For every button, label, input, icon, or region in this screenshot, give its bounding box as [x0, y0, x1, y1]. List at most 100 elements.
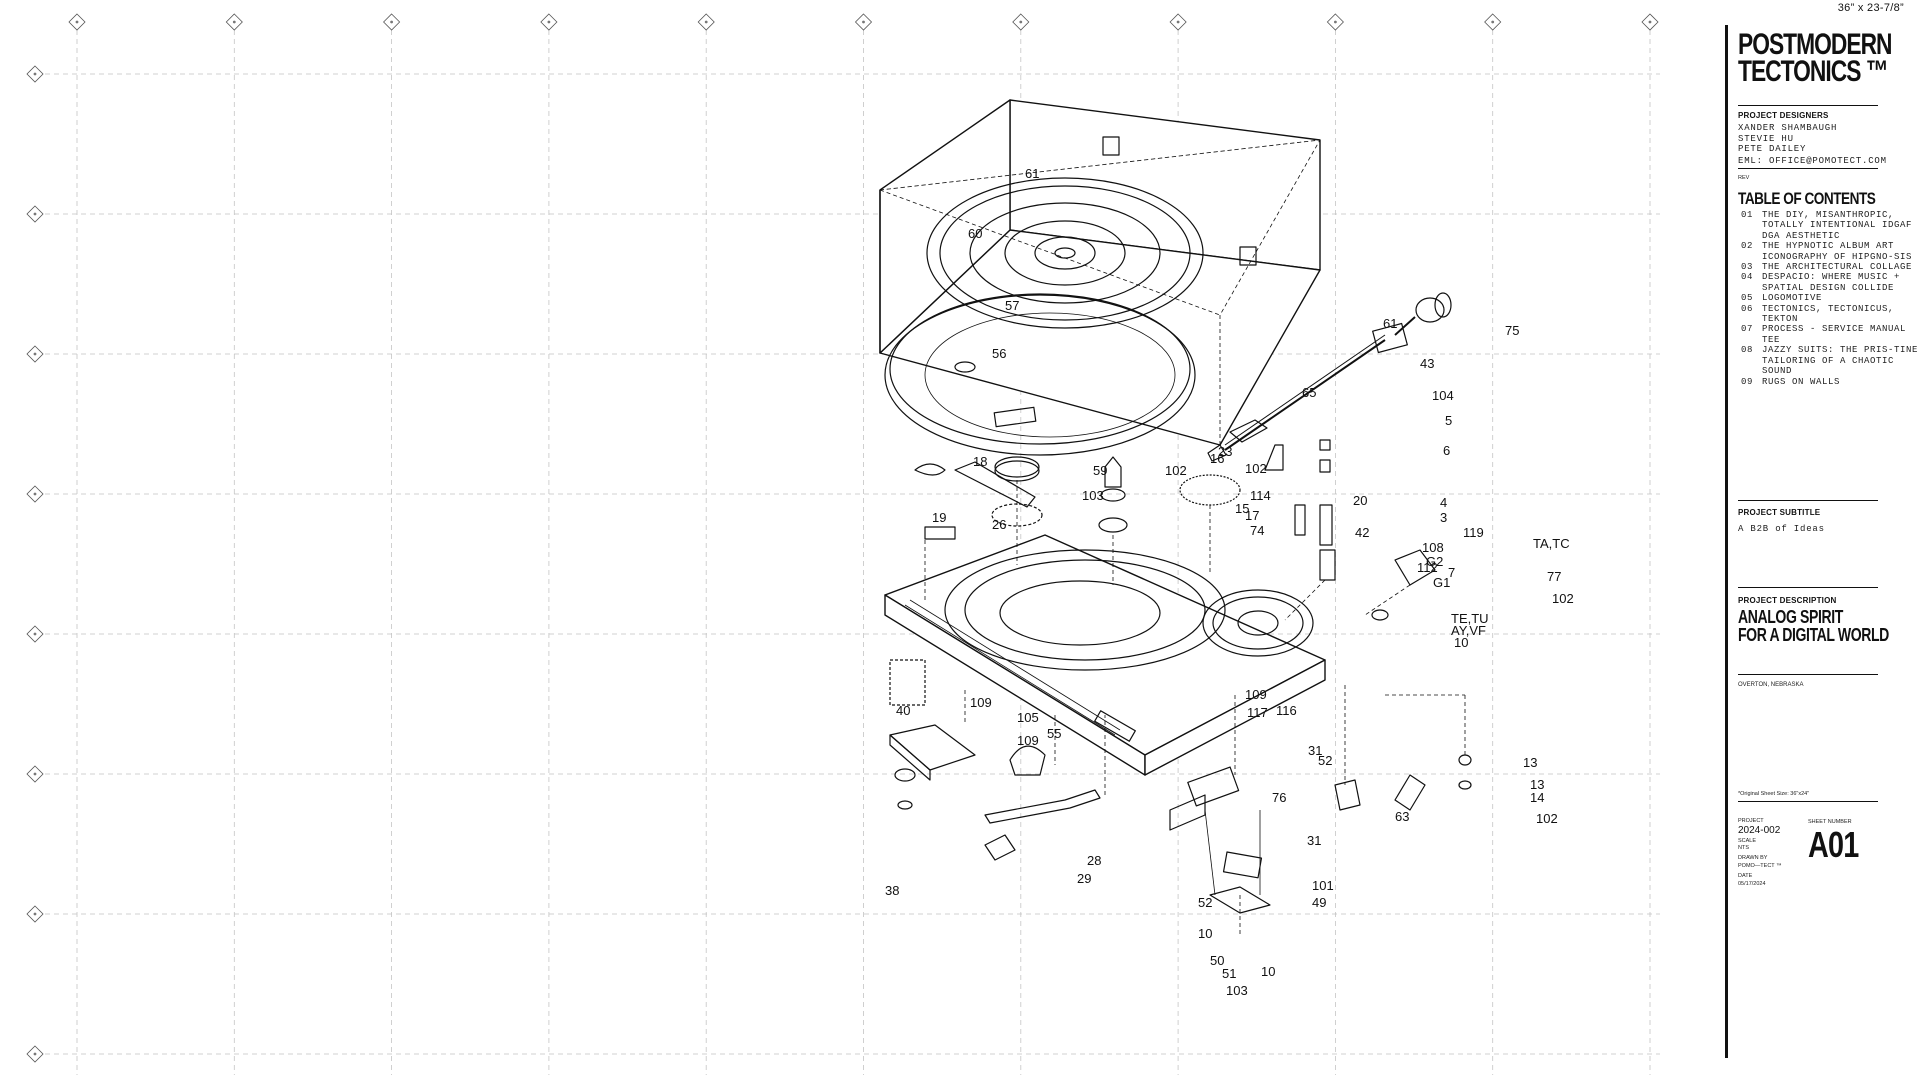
subtitle-label: PROJECT SUBTITLE: [1738, 508, 1821, 517]
part-callout: 14: [1530, 790, 1544, 805]
designer-name: XANDER SHAMBAUGH: [1738, 123, 1838, 133]
toc-item[interactable]: 09 RUGS ON WALLS: [1741, 377, 1919, 387]
toc-item[interactable]: 03 THE ARCHITECTURAL COLLAGE: [1741, 262, 1919, 272]
scale-label: SCALE: [1738, 838, 1757, 844]
sheet-number: A01: [1808, 824, 1859, 865]
part-callout: 23: [1218, 444, 1232, 459]
part-callout: AY,VF: [1451, 623, 1486, 638]
rubber-mat: [884, 293, 1196, 456]
grid-row-marker: [26, 345, 44, 363]
grid-row-marker: [26, 625, 44, 643]
grid-row-marker: [26, 65, 44, 83]
date-value: 05/17/2024: [1738, 881, 1766, 887]
toc-number: 04: [1741, 272, 1754, 283]
part-callout: 76: [1272, 790, 1286, 805]
plinth: [884, 534, 1326, 776]
part-callout: 109: [970, 695, 992, 710]
part-callout: TA,TC: [1533, 536, 1570, 551]
part-callout: 55: [1047, 726, 1061, 741]
grid-column-marker: [854, 13, 873, 31]
toc-number: 08: [1741, 345, 1754, 356]
part-callout: 102: [1245, 461, 1267, 476]
part-callout: 6: [1443, 443, 1450, 458]
part-callout: 26: [992, 517, 1006, 532]
part-callout: 16: [1210, 451, 1224, 466]
toc-text: THE ARCHITECTURAL COLLAGE: [1762, 262, 1913, 273]
toc-item[interactable]: 04 DESPACIO: WHERE MUSIC + SPATIAL DESIGN…: [1741, 272, 1919, 293]
grid-column-marker: [540, 13, 558, 31]
part-callout: 56: [992, 346, 1006, 361]
part-callout: 4: [1440, 495, 1447, 510]
part-callout: 74: [1250, 523, 1264, 538]
toc-number: 01: [1741, 210, 1754, 220]
divider: [1738, 105, 1878, 106]
project-subtitle: A B2B of Ideas: [1738, 524, 1825, 534]
part-callout: 104: [1432, 388, 1454, 403]
sheet-size-note: *Original Sheet Size: 36"x24": [1738, 791, 1810, 797]
part-callout: 31: [1307, 833, 1321, 848]
divider: [1738, 168, 1878, 169]
email-link[interactable]: EML: OFFICE@POMOTECT.COM: [1738, 156, 1887, 166]
part-callout: 17: [1245, 508, 1259, 523]
part-callout: 5: [1445, 413, 1452, 428]
part-callout: 102: [1536, 811, 1558, 826]
toc-text: RUGS ON WALLS: [1762, 376, 1841, 387]
tonearm: [1207, 292, 1452, 462]
toc-text: DESPACIO: WHERE MUSIC + SPATIAL DESIGN C…: [1762, 272, 1901, 293]
project-location: OVERTON, NEBRASKA: [1738, 682, 1804, 688]
part-callout: 49: [1312, 895, 1326, 910]
drawn-by-value: POMO—TECT ™: [1738, 863, 1782, 869]
divider: [1738, 587, 1878, 588]
part-callout: 43: [1420, 356, 1434, 371]
toc-number: 06: [1741, 303, 1754, 314]
toc-text: THE HYPNOTIC ALBUM ART ICONOGRAPHY OF HI…: [1762, 241, 1913, 262]
grid-column-marker: [383, 13, 401, 31]
part-callout: 15: [1235, 501, 1249, 516]
part-callout: 18: [973, 454, 987, 469]
project-description: ANALOG SPIRIT FOR A DIGITAL WORLD: [1738, 607, 1889, 645]
part-callout: 7: [1448, 565, 1455, 580]
scale-value: NTS: [1738, 845, 1749, 851]
part-callout: 103: [1226, 983, 1248, 998]
grid-column-marker: [225, 13, 243, 31]
grid-column-marker: [1484, 13, 1502, 31]
part-callout: TE,TU: [1451, 611, 1489, 626]
titleblock-rule: [1725, 25, 1728, 1058]
part-callout: 102: [1552, 591, 1574, 606]
part-callout: 61: [1383, 316, 1397, 331]
part-callout: 31: [1308, 743, 1322, 758]
part-callout: 102: [1165, 463, 1187, 478]
part-callout: G2: [1426, 554, 1443, 569]
part-callout: 108: [1422, 540, 1444, 555]
toc-number: 09: [1741, 376, 1754, 387]
description-label: PROJECT DESCRIPTION: [1738, 596, 1837, 605]
titleblock: POSTMODERN TECTONICS ™ PROJECT DESIGNERS…: [1738, 25, 1917, 1055]
exploded-turntable-drawing: 60616157567543651045643119108G2112G17161…: [879, 99, 1574, 998]
part-callout: 114: [1250, 488, 1271, 503]
part-callout: 10: [1454, 635, 1468, 650]
part-callout: 60: [968, 226, 982, 241]
part-callout: 40: [896, 703, 910, 718]
designers-list: XANDER SHAMBAUGH STEVIE HU PETE DAILEY: [1738, 123, 1837, 155]
grid-column-marker: [1326, 13, 1344, 31]
part-callout: 75: [1505, 323, 1519, 338]
rev-label: REV: [1738, 175, 1750, 181]
grid-column-marker: [697, 13, 715, 31]
toc-number: 05: [1741, 293, 1754, 304]
part-callout: 50: [1210, 953, 1224, 968]
part-callout: 52: [1198, 895, 1212, 910]
grid-column-marker: [1169, 13, 1187, 31]
part-callout: 101: [1312, 878, 1334, 893]
drawn-by-label: DRAWN BY: [1738, 855, 1768, 861]
part-callout: G1: [1433, 575, 1450, 590]
part-callout: 103: [1082, 488, 1104, 503]
part-callout: 13: [1530, 777, 1544, 792]
grid-row-marker: [26, 905, 44, 923]
toc-number: 03: [1741, 262, 1754, 273]
